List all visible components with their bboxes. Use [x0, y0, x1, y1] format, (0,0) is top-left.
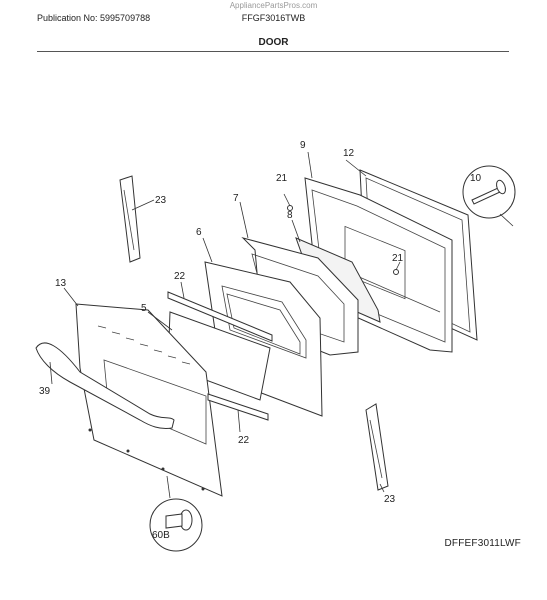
callout-7: 7: [233, 193, 239, 204]
section-title: DOOR: [258, 37, 289, 48]
model-number: FFGF3016TWB: [241, 13, 306, 23]
callout-5: 5: [141, 303, 147, 314]
callout-9: 9: [300, 140, 306, 151]
part-21-screw-lower[interactable]: [393, 269, 399, 275]
part-23-hinge-lower[interactable]: [365, 403, 389, 491]
callout-21-lower: 21: [392, 253, 404, 264]
callout-22-upper: 22: [174, 271, 186, 282]
callout-10: 10: [470, 173, 482, 184]
callout-13: 13: [55, 278, 67, 289]
callout-23-lower: 23: [384, 494, 396, 505]
part-22-upper-bracket[interactable]: [167, 291, 273, 342]
part-13-outer-door-panel[interactable]: [75, 303, 223, 497]
part-23-hinge-upper[interactable]: [119, 175, 141, 263]
leader-lines: [49, 151, 401, 493]
part-21-screw-upper[interactable]: [283, 193, 293, 211]
watermark-text: AppliancePartsPros.com: [229, 1, 318, 10]
publication-number: Publication No: 5995709788: [37, 13, 151, 23]
callout-12: 12: [343, 148, 355, 159]
callout-39: 39: [39, 386, 51, 397]
callout-60b: 60B: [152, 530, 170, 541]
callout-6: 6: [196, 227, 202, 238]
part-22-lower-bracket[interactable]: [207, 393, 269, 421]
part-39-door-handle[interactable]: [35, 342, 175, 429]
part-10-screw-detail[interactable]: [462, 165, 516, 227]
callout-23-upper: 23: [155, 195, 167, 206]
header-divider: [37, 51, 509, 52]
diagram-code: DFFEF3011LWF: [444, 538, 521, 549]
callout-8: 8: [287, 210, 293, 221]
callout-21-upper: 21: [276, 173, 288, 184]
part-60b-screw-detail[interactable]: [149, 475, 203, 552]
callout-22-lower: 22: [238, 435, 250, 446]
